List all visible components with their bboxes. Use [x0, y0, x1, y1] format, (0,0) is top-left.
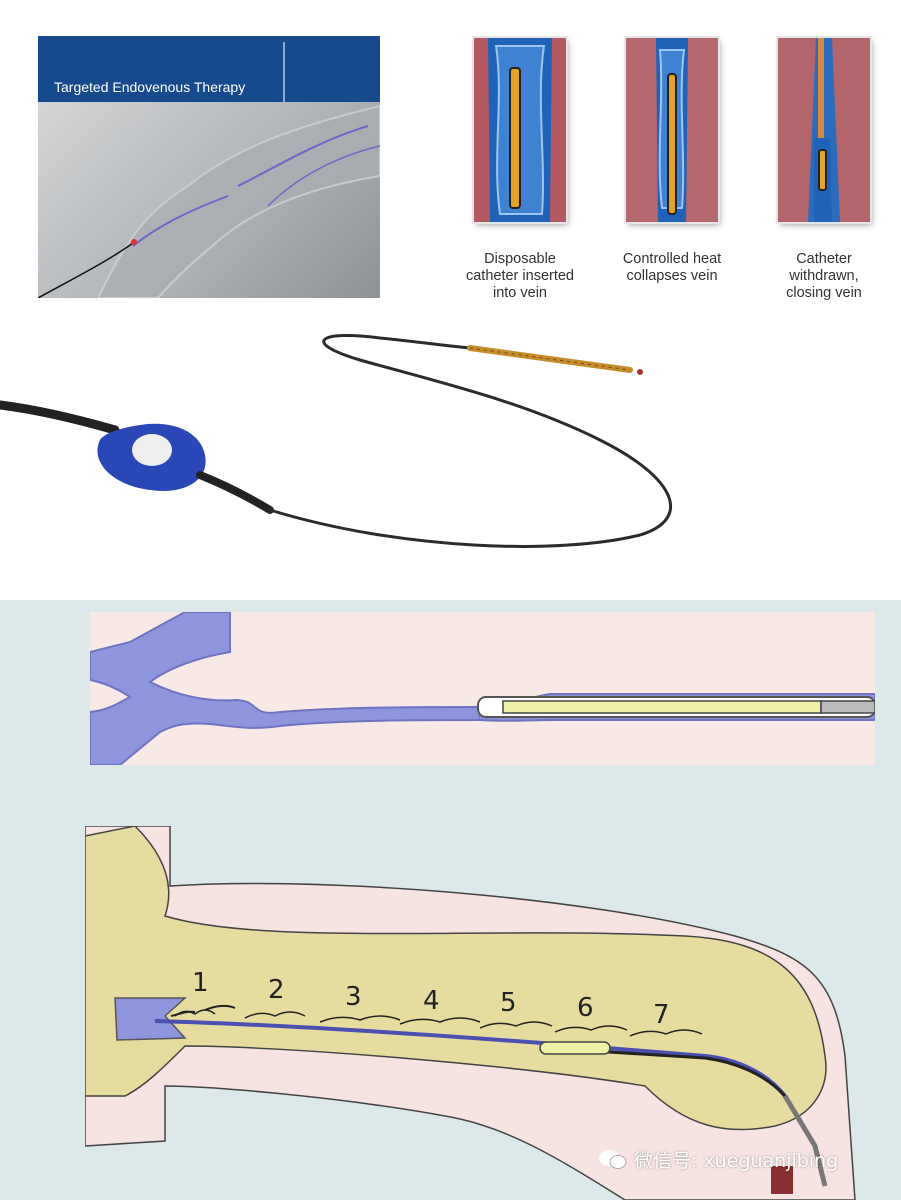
- catheter-device-illustration: [0, 333, 672, 548]
- wechat-icon: [598, 1148, 628, 1170]
- segment-label-3: 3: [345, 982, 362, 1012]
- watermark-text: 微信号: xueguanjibing: [634, 1149, 839, 1172]
- banner-divider: [283, 42, 285, 102]
- step-1-image: [474, 38, 566, 222]
- step-3-caption: Catheter withdrawn, closing vein: [786, 251, 862, 301]
- therapy-banner: Targeted Endovenous Therapy: [38, 36, 380, 102]
- segment-label-7: 7: [653, 1000, 670, 1030]
- vein-catheter-closeup: [90, 612, 875, 765]
- segment-label-2: 2: [268, 975, 285, 1005]
- leg-vein-illustration: [38, 104, 380, 298]
- segment-label-1: 1: [192, 968, 209, 998]
- segment-label-5: 5: [500, 988, 517, 1018]
- step-1-caption: Disposable catheter inserted into vein: [465, 251, 574, 301]
- segment-label-6: 6: [577, 993, 594, 1023]
- banner-title: Targeted Endovenous Therapy: [54, 79, 246, 95]
- segment-label-4: 4: [423, 986, 440, 1016]
- step-2-image: [626, 38, 718, 222]
- step-2-caption: Controlled heat collapses vein: [622, 251, 722, 284]
- step-3-image: [778, 38, 870, 222]
- leg-anatomy-segments: [85, 826, 856, 1200]
- wechat-watermark: 微信号: xueguanjibing: [598, 1146, 838, 1172]
